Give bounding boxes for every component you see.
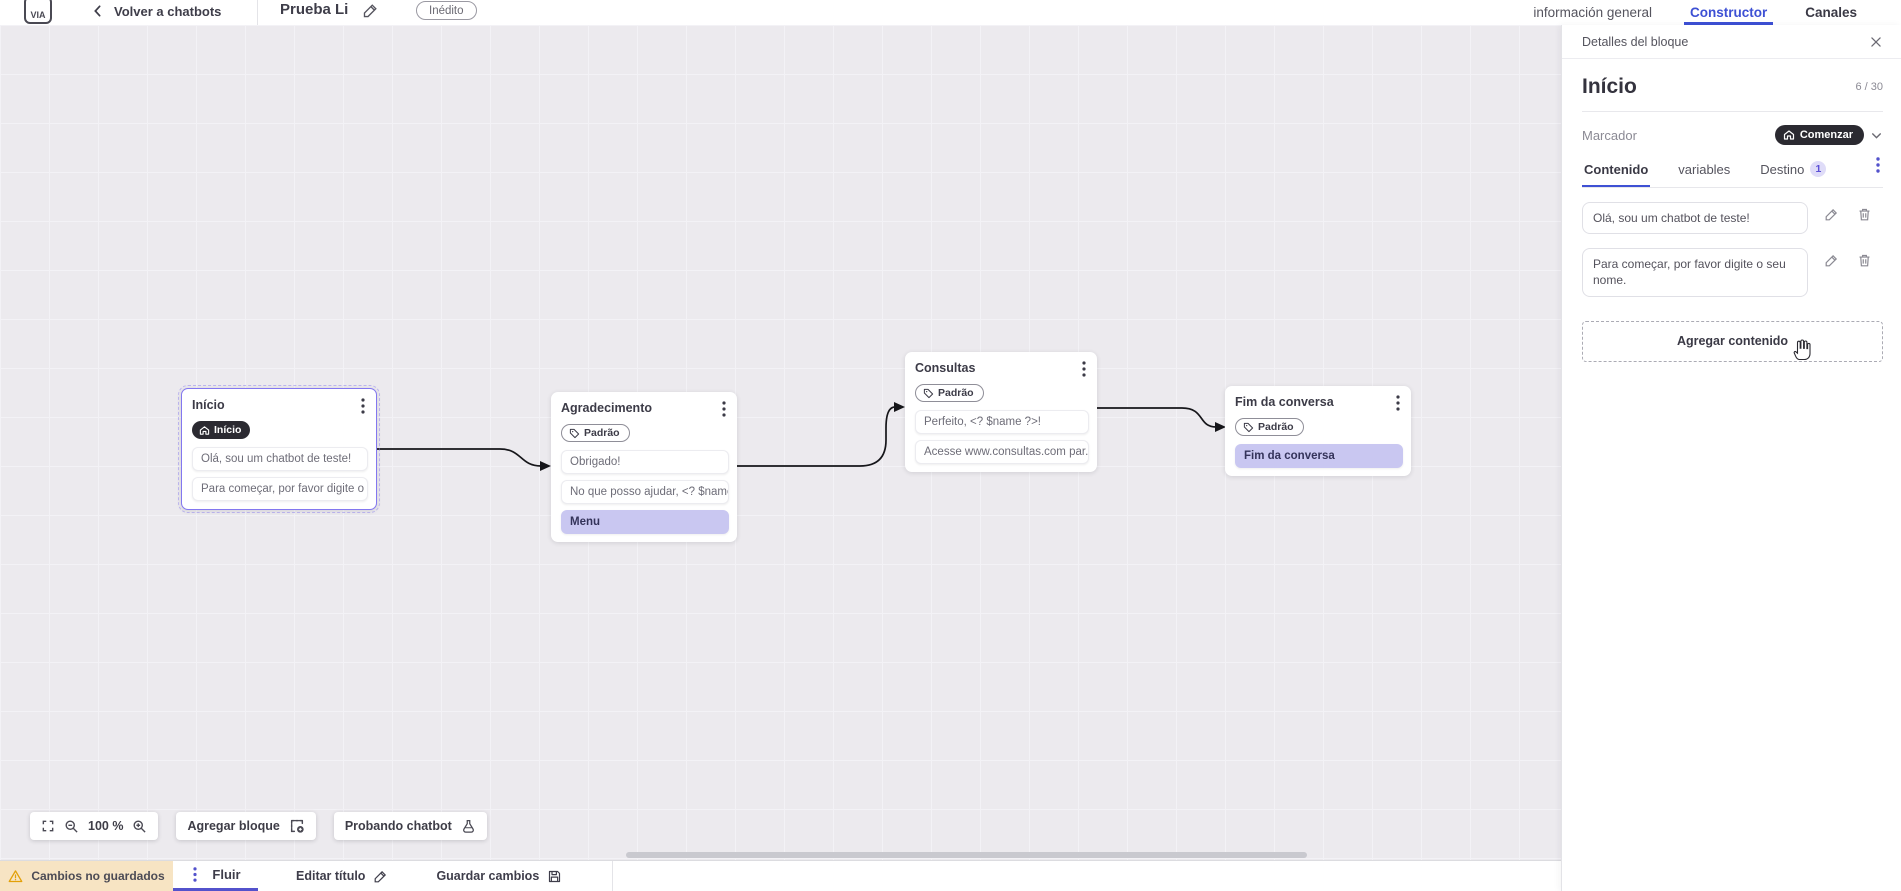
home-icon <box>1783 130 1794 140</box>
node-message-card[interactable]: Obrigado! <box>561 449 729 474</box>
pencil-icon <box>375 870 387 882</box>
node-menu-icon[interactable] <box>1393 395 1403 411</box>
edit-title-icon[interactable] <box>362 2 379 24</box>
node-tag-badge: Padrão <box>561 424 630 442</box>
horizontal-scrollbar[interactable] <box>626 852 1307 858</box>
flow-menu-icon[interactable] <box>190 867 200 882</box>
tag-icon <box>1243 422 1254 432</box>
topbar: VIA Volver a chatbots Prueba Li Inédito … <box>0 0 1901 25</box>
char-counter: 6 / 30 <box>1855 81 1883 93</box>
node-inicio[interactable]: Início Início Olá, sou um chatbot de tes… <box>178 385 380 513</box>
zoom-out-icon[interactable] <box>64 819 79 834</box>
block-details-panel: Detalles del bloque Início 6 / 30 Marcad… <box>1561 25 1901 891</box>
node-title: Início <box>192 398 225 412</box>
canvas-toolbar: 100 % Agregar bloque Probando chatbot <box>30 812 487 840</box>
flow-tab-label: Fluir <box>212 867 241 882</box>
content-text-card[interactable]: Olá, sou um chatbot de teste! <box>1582 202 1808 235</box>
node-tag-badge: Padrão <box>1235 418 1304 436</box>
delete-content-icon[interactable] <box>1857 207 1872 222</box>
node-title: Fim da conversa <box>1235 395 1334 409</box>
node-message-card[interactable]: Para começar, por favor digite o ... <box>192 476 368 501</box>
divider <box>1582 111 1883 112</box>
panel-title: Detalles del bloque <box>1582 34 1689 49</box>
content-item-row: Para começar, por favor digite o seu nom… <box>1582 248 1883 297</box>
node-menu-icon[interactable] <box>719 401 729 417</box>
back-chevron-icon[interactable] <box>90 3 106 24</box>
panel-tabs-menu-icon[interactable] <box>1873 157 1883 173</box>
flask-icon <box>461 819 476 834</box>
node-menu-icon[interactable] <box>1079 361 1089 377</box>
zoom-controls: 100 % <box>30 812 159 840</box>
node-message-card[interactable]: Perfeito, <? $name ?>! <box>915 409 1089 434</box>
tag-icon <box>569 428 580 438</box>
close-icon[interactable] <box>1869 35 1883 49</box>
save-icon <box>549 870 561 882</box>
block-name[interactable]: Início <box>1582 75 1637 98</box>
add-block-icon <box>289 818 305 834</box>
node-title: Agradecimento <box>561 401 652 415</box>
test-chatbot-label: Probando chatbot <box>344 819 452 833</box>
status-badge: Inédito <box>416 1 477 20</box>
fullscreen-icon[interactable] <box>41 819 55 833</box>
add-content-button[interactable]: Agregar contenido <box>1582 320 1883 362</box>
edit-content-icon[interactable] <box>1824 253 1839 268</box>
node-fim-da-conversa[interactable]: Fim da conversa Padrão Fim da conversa <box>1225 386 1411 476</box>
back-to-chatbots-link[interactable]: Volver a chatbots <box>114 4 222 19</box>
node-action-card[interactable]: Menu <box>561 509 729 534</box>
content-item-row: Olá, sou um chatbot de teste! <box>1582 202 1883 235</box>
tag-icon <box>923 388 934 398</box>
node-consultas[interactable]: Consultas Padrão Perfeito, <? $name ?>! … <box>905 352 1097 472</box>
edit-content-icon[interactable] <box>1824 207 1839 222</box>
zoom-in-icon[interactable] <box>132 819 147 834</box>
tab-contenido[interactable]: Contenido <box>1582 162 1650 187</box>
panel-tabs: Contenido variables Destino 1 <box>1582 157 1883 188</box>
zoom-level: 100 % <box>88 819 124 833</box>
test-chatbot-button[interactable]: Probando chatbot <box>333 812 487 840</box>
node-message-card[interactable]: Olá, sou um chatbot de teste! <box>192 446 368 471</box>
tab-variables[interactable]: variables <box>1678 161 1731 177</box>
chatbot-title: Prueba Li <box>280 1 349 18</box>
top-tabs: información general Constructor Canales <box>1527 0 1863 25</box>
node-message-card[interactable]: No que posso ajudar, <? $name ... <box>561 479 729 504</box>
marker-value-pill[interactable]: Comenzar <box>1774 125 1864 145</box>
node-action-card[interactable]: Fim da conversa <box>1235 443 1403 468</box>
node-tag-badge: Padrão <box>915 384 984 402</box>
divider <box>257 0 258 25</box>
warning-icon <box>8 869 23 882</box>
marker-label: Marcador <box>1582 127 1637 143</box>
node-message-card[interactable]: Acesse www.consultas.com par... <box>915 439 1089 464</box>
tab-canales[interactable]: Canales <box>1805 5 1857 20</box>
tab-fluir[interactable]: Fluir <box>173 861 258 891</box>
content-text-card[interactable]: Para começar, por favor digite o seu nom… <box>1582 248 1808 297</box>
tab-informacion-general[interactable]: información general <box>1533 5 1652 20</box>
add-block-label: Agregar bloque <box>187 819 280 833</box>
unsaved-changes-chip: Cambios no guardados <box>0 861 173 891</box>
node-agradecimento[interactable]: Agradecimento Padrão Obrigado! No que po… <box>551 392 737 542</box>
delete-content-icon[interactable] <box>1857 253 1872 268</box>
bottombar: Cambios no guardados Fluir Editar título… <box>0 860 1561 891</box>
chevron-down-icon[interactable] <box>1870 129 1883 142</box>
home-icon <box>199 425 210 435</box>
tab-destino[interactable]: Destino 1 <box>1758 161 1828 187</box>
node-title: Consultas <box>915 361 976 375</box>
node-menu-icon[interactable] <box>358 398 368 414</box>
add-block-button[interactable]: Agregar bloque <box>176 812 316 840</box>
node-start-badge: Início <box>192 421 251 439</box>
edit-title-button[interactable]: Editar título <box>286 861 398 891</box>
app-logo: VIA <box>24 0 52 24</box>
divider <box>612 861 614 891</box>
unsaved-changes-label: Cambios no guardados <box>31 869 165 883</box>
destino-count-badge: 1 <box>1810 161 1827 177</box>
save-changes-button[interactable]: Guardar cambios <box>426 861 572 891</box>
tab-constructor[interactable]: Constructor <box>1683 0 1774 25</box>
